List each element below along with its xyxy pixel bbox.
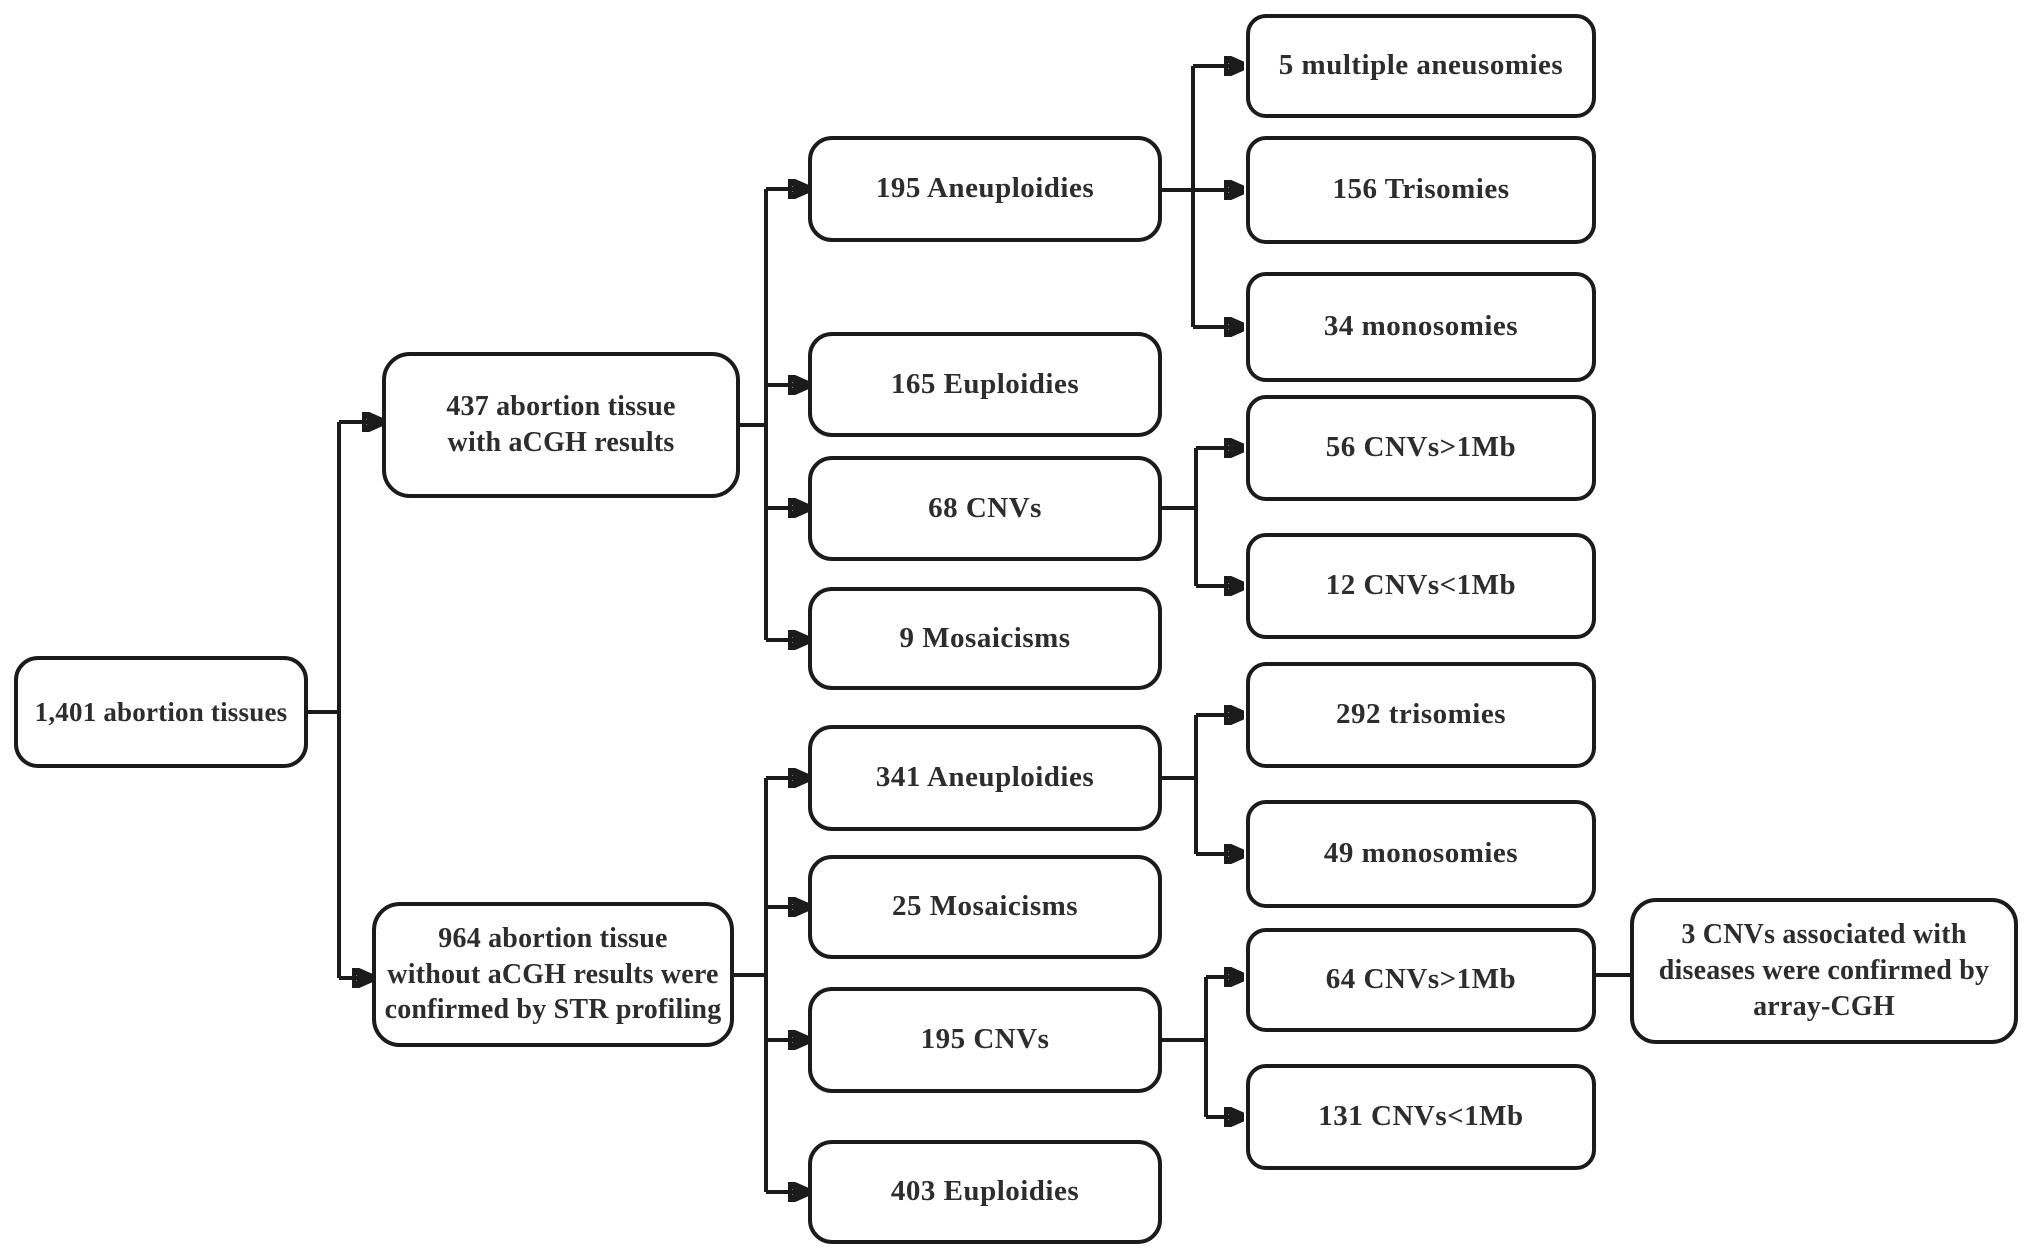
node-3-cnvs-confirmed-acgh-label: 3 CNVs associated with diseases were con… bbox=[1658, 919, 1990, 1022]
node-165-euploidies: 165 Euploidies bbox=[808, 332, 1162, 437]
node-25-mosaicisms-label: 25 Mosaicisms bbox=[891, 890, 1079, 923]
node-195-aneuploidies-label: 195 Aneuploidies bbox=[875, 172, 1095, 205]
node-68-cnvs-label: 68 CNVs bbox=[928, 491, 1042, 524]
node-3-cnvs-confirmed-acgh: 3 CNVs associated with diseases were con… bbox=[1630, 898, 2018, 1044]
node-34-monosomies-label: 34 monosomies bbox=[1323, 310, 1519, 343]
node-root-label: 1,401 abortion tissues bbox=[34, 696, 288, 727]
node-156-trisomies: 156 Trisomies bbox=[1246, 136, 1596, 244]
node-34-monosomies: 34 monosomies bbox=[1246, 272, 1596, 382]
node-131-cnvs-lt-1mb: 131 CNVs<1Mb bbox=[1246, 1064, 1596, 1170]
node-root: 1,401 abortion tissues bbox=[14, 656, 308, 768]
node-12-cnvs-lt-1mb-label: 12 CNVs<1Mb bbox=[1325, 569, 1517, 602]
node-9-mosaicisms: 9 Mosaicisms bbox=[808, 587, 1162, 690]
node-5-multiple-aneusomies: 5 multiple aneusomies bbox=[1246, 14, 1596, 118]
node-292-trisomies: 292 trisomies bbox=[1246, 662, 1596, 768]
node-49-monosomies-label: 49 monosomies bbox=[1323, 837, 1519, 870]
node-156-trisomies-label: 156 Trisomies bbox=[1332, 173, 1510, 206]
node-195-cnvs-label: 195 CNVs bbox=[920, 1023, 1050, 1056]
node-64-cnvs-gt-1mb-label: 64 CNVs>1Mb bbox=[1325, 963, 1517, 996]
node-437-acgh-label: 437 abortion tissue with aCGH results bbox=[446, 391, 676, 458]
node-25-mosaicisms: 25 Mosaicisms bbox=[808, 855, 1162, 959]
node-403-euploidies-label: 403 Euploidies bbox=[890, 1175, 1080, 1208]
node-49-monosomies: 49 monosomies bbox=[1246, 800, 1596, 908]
node-403-euploidies: 403 Euploidies bbox=[808, 1140, 1162, 1244]
node-437-acgh: 437 abortion tissue with aCGH results bbox=[382, 352, 740, 498]
node-964-str-label: 964 abortion tissue without aCGH results… bbox=[384, 922, 722, 1026]
node-5-multiple-aneusomies-label: 5 multiple aneusomies bbox=[1278, 49, 1564, 82]
node-68-cnvs: 68 CNVs bbox=[808, 456, 1162, 561]
node-341-aneuploidies-label: 341 Aneuploidies bbox=[875, 761, 1095, 794]
node-56-cnvs-gt-1mb: 56 CNVs>1Mb bbox=[1246, 395, 1596, 501]
node-9-mosaicisms-label: 9 Mosaicisms bbox=[899, 621, 1071, 654]
node-292-trisomies-label: 292 trisomies bbox=[1336, 698, 1506, 731]
node-165-euploidies-label: 165 Euploidies bbox=[890, 367, 1080, 400]
node-964-str: 964 abortion tissue without aCGH results… bbox=[372, 902, 734, 1047]
node-56-cnvs-gt-1mb-label: 56 CNVs>1Mb bbox=[1325, 431, 1517, 464]
node-195-aneuploidies: 195 Aneuploidies bbox=[808, 136, 1162, 242]
node-12-cnvs-lt-1mb: 12 CNVs<1Mb bbox=[1246, 533, 1596, 639]
node-64-cnvs-gt-1mb: 64 CNVs>1Mb bbox=[1246, 928, 1596, 1032]
node-131-cnvs-lt-1mb-label: 131 CNVs<1Mb bbox=[1318, 1100, 1524, 1133]
node-341-aneuploidies: 341 Aneuploidies bbox=[808, 725, 1162, 831]
node-195-cnvs: 195 CNVs bbox=[808, 987, 1162, 1093]
